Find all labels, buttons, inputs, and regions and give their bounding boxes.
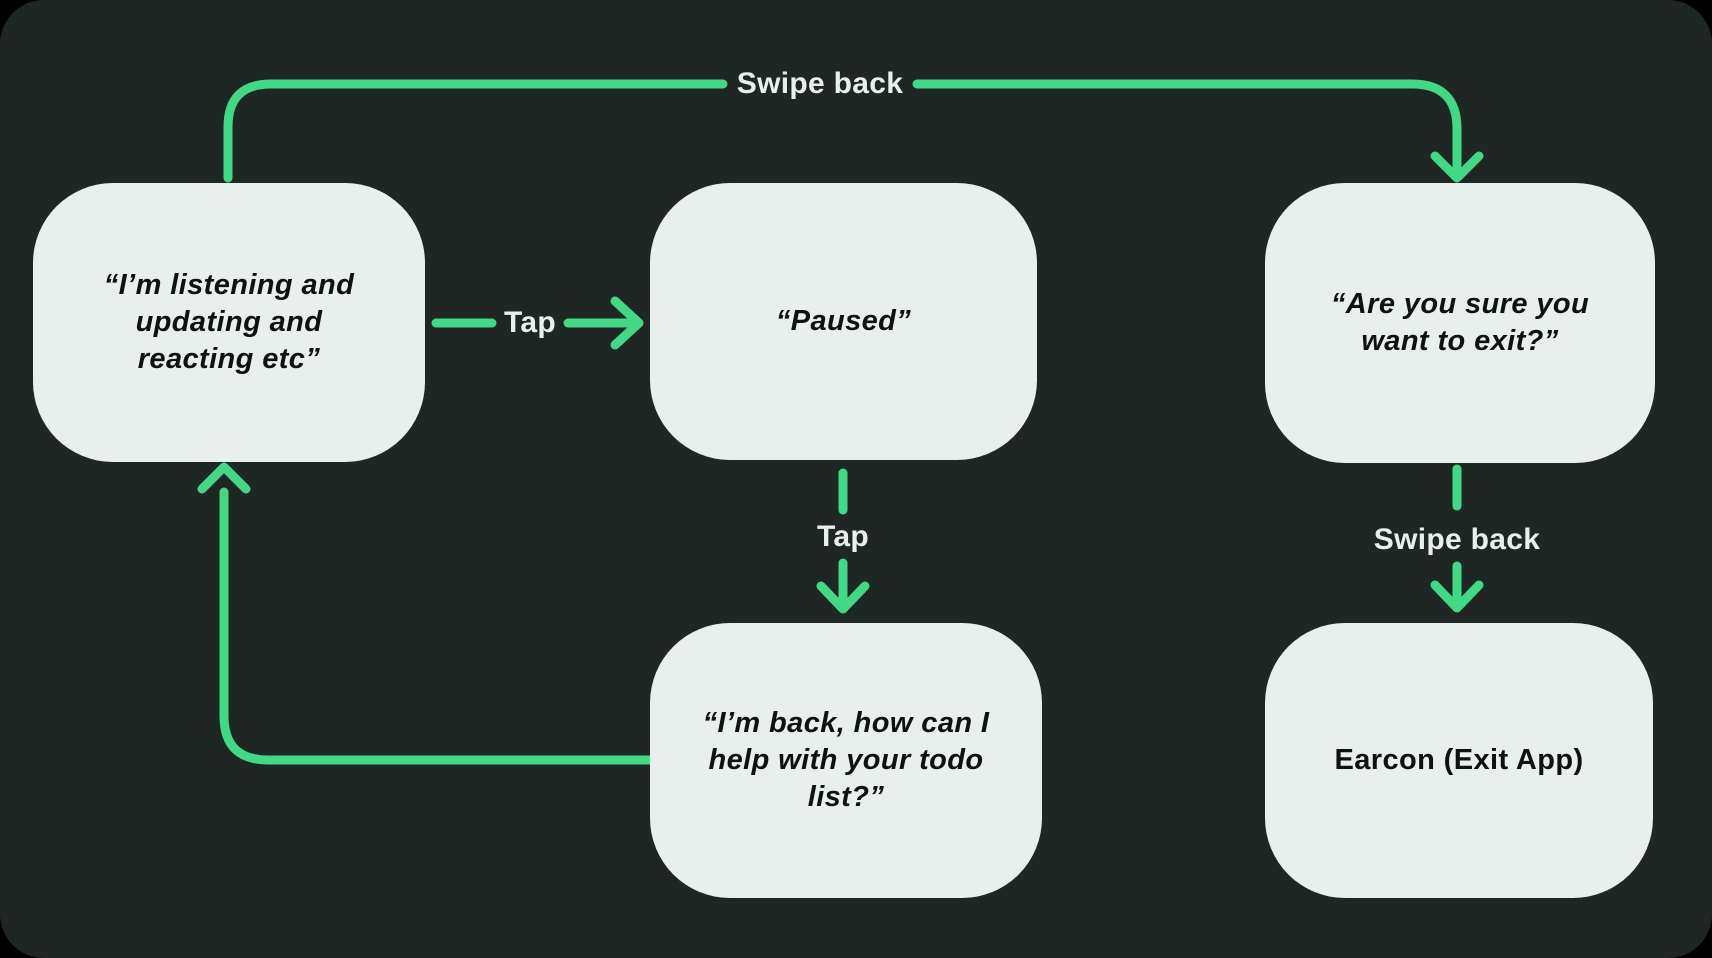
node-confirm-exit-label: “Are you sure you want to exit?” xyxy=(1330,287,1590,357)
node-earcon-exit-label: Earcon (Exit App) xyxy=(1334,743,1584,776)
node-earcon-exit-box: Earcon (Exit App) xyxy=(1265,623,1653,898)
node-paused-label: “Paused” xyxy=(775,304,912,337)
arrowhead-down-into-back xyxy=(816,581,870,614)
arrowhead-down-into-earcon xyxy=(1430,580,1484,613)
arrow-loop-back-segment xyxy=(219,487,655,765)
arrow-swipe-back-top-right-segment xyxy=(912,79,1462,173)
arrow-swipe-back-top-left-segment xyxy=(223,79,728,183)
arrowhead-down-into-confirm xyxy=(1430,151,1484,183)
edge-label-swipe-back-top: Swipe back xyxy=(736,67,904,100)
node-back-label: “I’m back, how can I help with your todo… xyxy=(702,706,990,814)
node-back-box: “I’m back, how can I help with your todo… xyxy=(650,623,1042,898)
edge-label-tap-horizontal: Tap xyxy=(503,306,557,339)
node-listening-box: “I’m listening and updating and reacting… xyxy=(33,183,425,462)
edge-label-swipe-back-right: Swipe back xyxy=(1373,523,1541,556)
node-listening-label: “I’m listening and updating and reacting… xyxy=(103,268,355,376)
node-paused-box: “Paused” xyxy=(650,183,1037,460)
arrowhead-right-into-paused xyxy=(610,296,644,350)
arrowhead-up-into-listening xyxy=(197,462,251,494)
node-confirm-exit-box: “Are you sure you want to exit?” xyxy=(1265,183,1655,463)
edge-label-tap-vertical: Tap xyxy=(816,520,870,553)
